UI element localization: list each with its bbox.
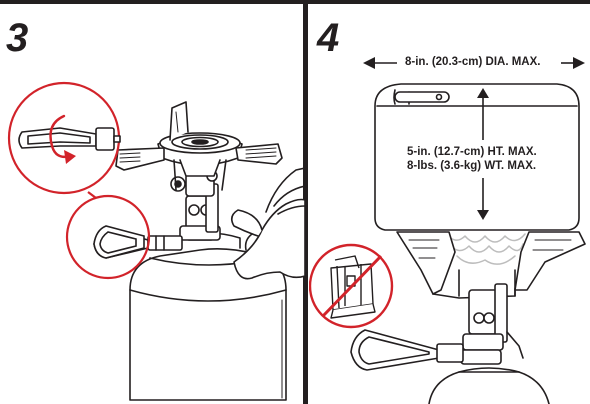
max-weight-label: 8-lbs. (3.6-kg) WT. MAX. [407, 160, 537, 172]
step-number-3: 3 [6, 16, 29, 60]
cooking-pot-illustration [374, 83, 580, 231]
step-3-panel: 3 [6, 16, 305, 401]
no-windscreen-callout [309, 243, 394, 329]
rotate-handle-detail [18, 127, 121, 151]
control-valve-handle-illustration [350, 329, 464, 371]
pot-support-arms-illustration [115, 143, 283, 191]
rotation-arrow-icon [49, 114, 76, 164]
flame-illustration [444, 231, 526, 265]
panel-divider [303, 0, 308, 404]
hand-illustration [230, 167, 305, 280]
handle-callout [65, 194, 151, 280]
max-diameter-label: 8-in. (20.3-cm) DIA. MAX. [403, 56, 543, 68]
step-3-illustration [7, 81, 305, 401]
max-height-label: 5-in. (12.7-cm) HT. MAX. [407, 146, 537, 158]
burner-head-illustration [157, 101, 243, 177]
fuel-canister-illustration [428, 367, 550, 404]
step-4-panel: 4 8-in. (20.3-cm) DIA. MAX. 5-in. (12.7-… [309, 0, 590, 404]
pot-support-arms-illustration [396, 231, 586, 299]
prohibited-slash-icon [321, 254, 383, 318]
stove-stem-illustration [460, 283, 524, 365]
top-rule [0, 0, 590, 4]
handle-detail-highlight [93, 225, 145, 259]
dimension-arrows [363, 57, 585, 220]
stove-stem-illustration [170, 170, 221, 241]
step-number-4: 4 [317, 16, 340, 60]
step-4-illustration [309, 57, 586, 404]
